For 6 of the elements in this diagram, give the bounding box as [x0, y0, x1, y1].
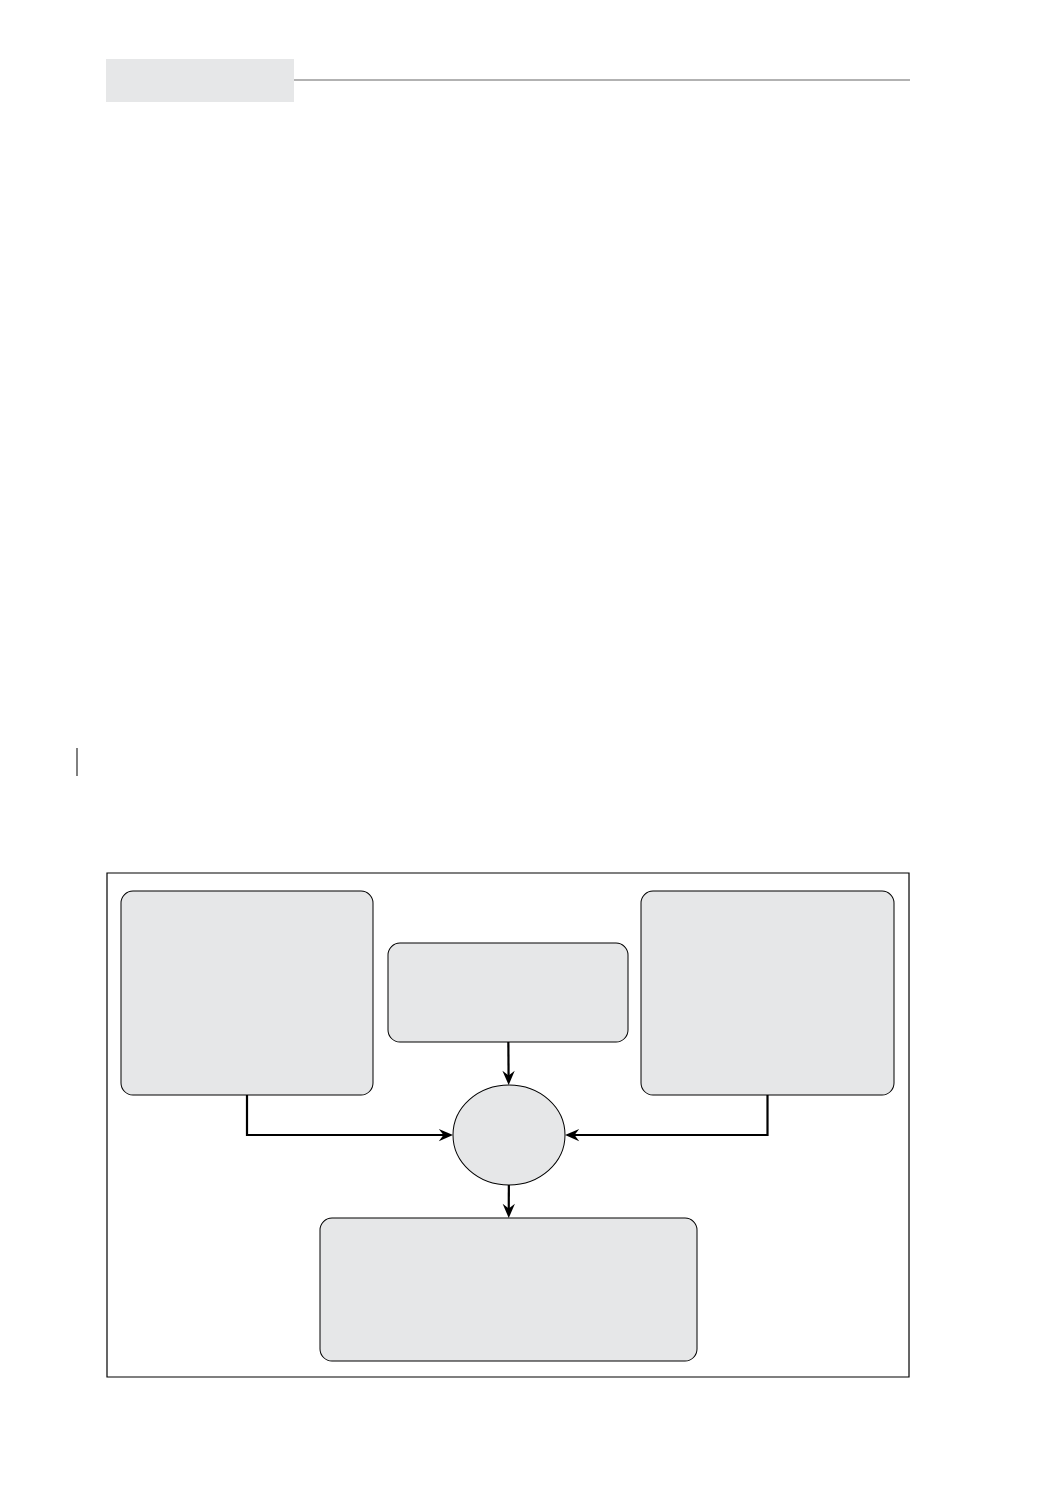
- rounded-box: [120, 890, 374, 1096]
- ellipse-node: [452, 1084, 566, 1186]
- rounded-box: [387, 942, 629, 1043]
- diagram-frame: [106, 872, 910, 1378]
- rounded-box: [640, 890, 895, 1096]
- rounded-box: [319, 1217, 698, 1362]
